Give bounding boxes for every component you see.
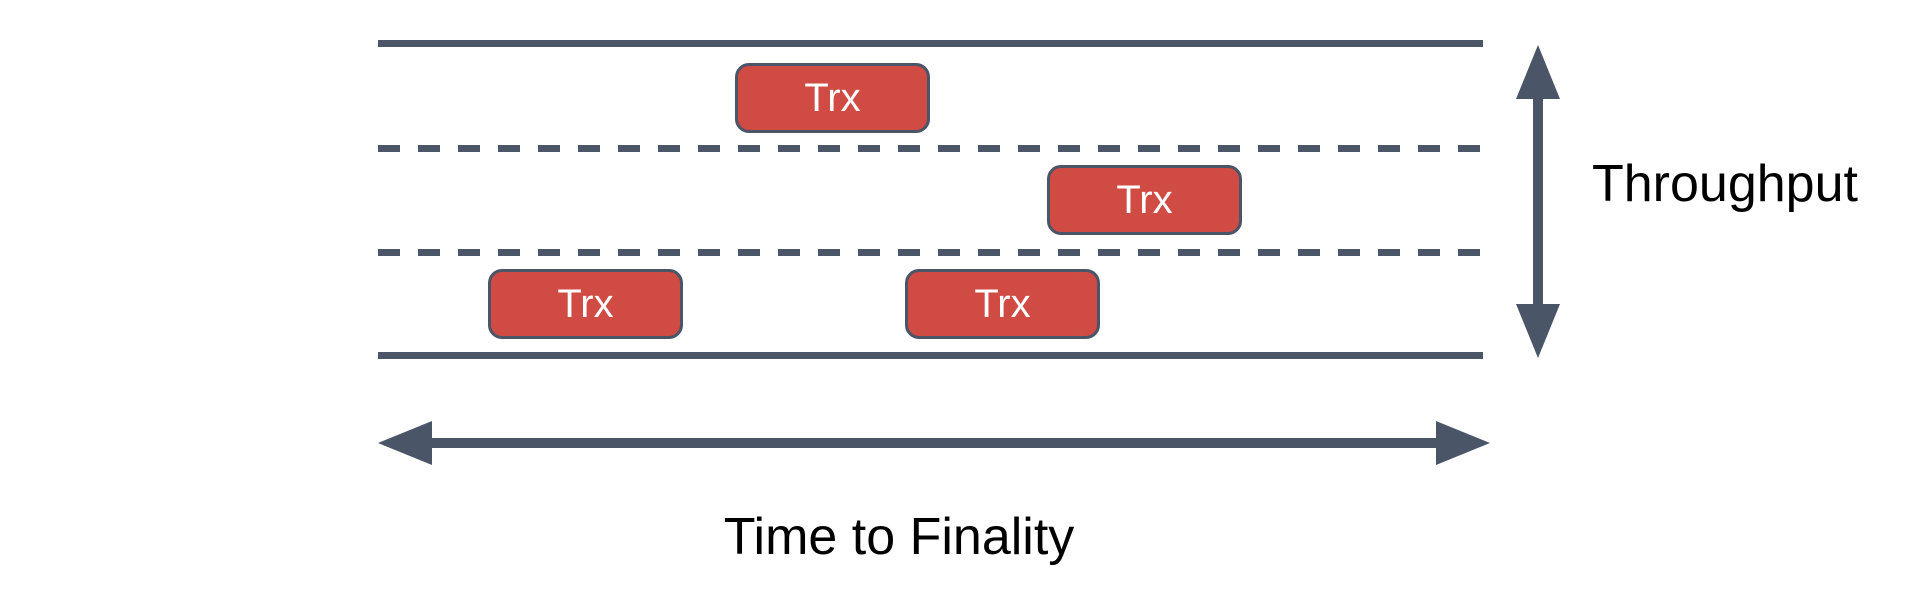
lane-divider-dashed-line-2 xyxy=(378,249,1483,256)
trx-box-bottom-lane-right: Trx xyxy=(905,269,1100,339)
lane-boundary-top-line xyxy=(378,40,1483,47)
trx-box-label: Trx xyxy=(1116,178,1173,222)
arrow-down-icon xyxy=(1516,304,1560,358)
throughput-label: Throughput xyxy=(1592,155,1858,213)
lane-boundary-bottom-line xyxy=(378,352,1483,359)
throughput-double-arrow xyxy=(1516,45,1560,358)
time-to-finality-double-arrow xyxy=(378,421,1490,465)
trx-box-bottom-lane-left: Trx xyxy=(488,269,683,339)
time-to-finality-label: Time to Finality xyxy=(723,508,1075,566)
trx-box-label: Trx xyxy=(557,282,614,326)
horizontal-arrow-shaft xyxy=(422,438,1446,448)
trx-box-label: Trx xyxy=(804,76,861,120)
arrow-right-icon xyxy=(1436,421,1490,465)
trx-box-middle-lane: Trx xyxy=(1047,165,1242,235)
trx-box-label: Trx xyxy=(974,282,1031,326)
trx-box-top-lane: Trx xyxy=(735,63,930,133)
lane-divider-dashed-line-1 xyxy=(378,145,1483,152)
vertical-arrow-shaft xyxy=(1533,89,1543,314)
